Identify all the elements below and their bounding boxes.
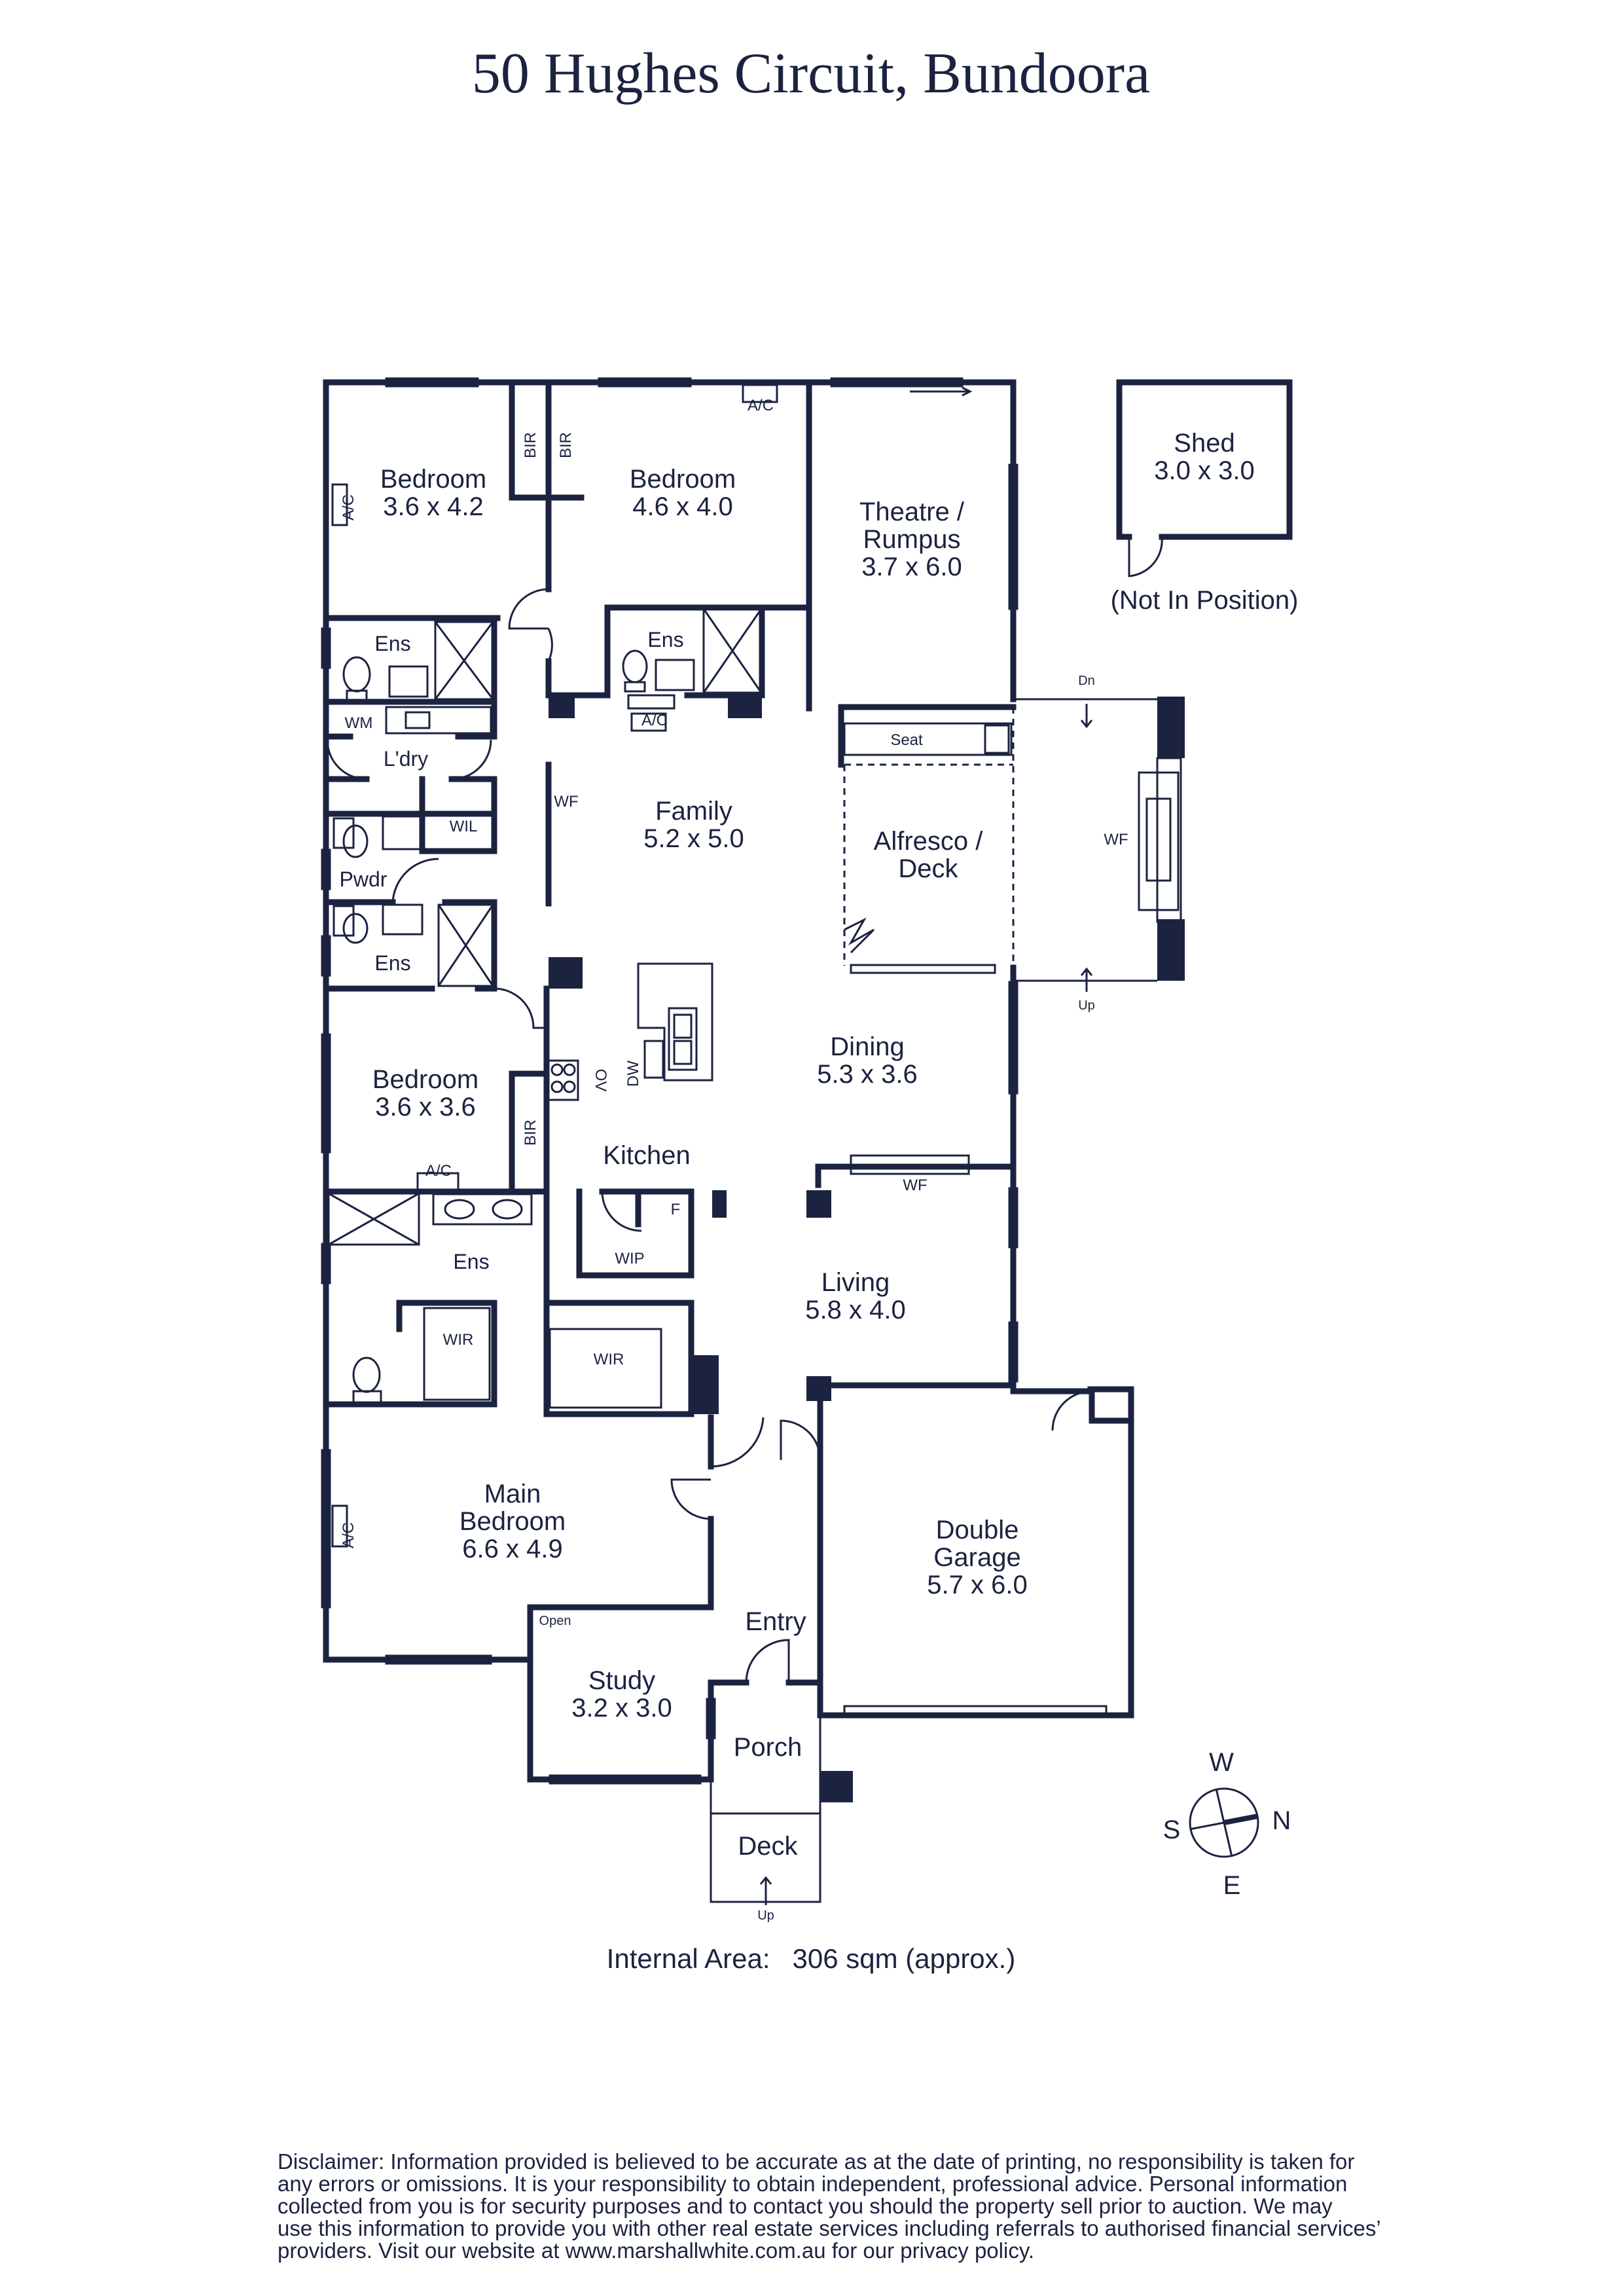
fridge-label: F: [671, 1201, 681, 1218]
garage-size: 5.7 x 6.0: [927, 1571, 1027, 1599]
theatre-size: 3.7 x 6.0: [861, 553, 962, 581]
disclaimer-line: use this information to provide you with…: [278, 2216, 1381, 2240]
bir-label-3: BIR: [522, 1120, 539, 1146]
wil-label: WIL: [450, 818, 478, 835]
wf-label-2: WF: [1104, 831, 1128, 848]
bir-label-1: BIR: [522, 432, 539, 458]
bedroom-3-name: Bedroom: [372, 1065, 478, 1094]
kitchen-name: Kitchen: [603, 1141, 690, 1170]
ov-label: OV: [592, 1069, 609, 1092]
shed-size: 3.0 x 3.0: [1154, 456, 1254, 485]
study-name: Study: [588, 1666, 655, 1695]
bedroom-2-name: Bedroom: [630, 465, 736, 494]
ac-label-3: A/C: [641, 712, 668, 729]
living-name: Living: [821, 1268, 890, 1297]
bir-label-2: BIR: [557, 432, 575, 458]
disclaimer: Disclaimer: Information provided is beli…: [278, 2151, 1469, 2262]
dn-label: Dn: [1078, 674, 1095, 688]
internal-area-label: Internal Area:: [606, 1943, 770, 1974]
ens-label-2: Ens: [647, 628, 683, 651]
family-name: Family: [655, 797, 732, 826]
wf-label-1: WF: [554, 793, 578, 811]
ac-label-1: A/C: [748, 397, 774, 414]
study-size: 3.2 x 3.0: [571, 1694, 672, 1722]
bedroom-1-name: Bedroom: [380, 465, 486, 494]
garage-name-1: Double: [936, 1516, 1019, 1544]
dining-name: Dining: [830, 1032, 904, 1061]
main-bedroom-size: 6.6 x 4.9: [462, 1535, 562, 1563]
ac-label-4: A/C: [425, 1162, 452, 1180]
compass-w: W: [1209, 1748, 1234, 1777]
bedroom-3-size: 3.6 x 3.6: [375, 1093, 475, 1121]
wir-label-2: WIR: [594, 1351, 624, 1368]
laundry-label: L'dry: [384, 747, 428, 771]
shed-name: Shed: [1174, 429, 1235, 458]
porch-name: Porch: [734, 1733, 802, 1762]
ac-label-2: A/C: [340, 494, 357, 520]
open-label: Open: [539, 1614, 571, 1628]
fixture-labels: A/C A/C A/C A/C A/C BIR BIR BIR Ens Ens …: [340, 397, 1128, 1923]
disclaimer-line: any errors or omissions. It is your resp…: [278, 2172, 1348, 2196]
alfresco-name-1: Alfresco /: [874, 827, 984, 856]
entry-name: Entry: [745, 1607, 806, 1636]
living-size: 5.8 x 4.0: [805, 1296, 905, 1324]
garage-name-2: Garage: [933, 1543, 1020, 1572]
ens-label-1: Ens: [374, 632, 410, 655]
dining-size: 5.3 x 3.6: [817, 1060, 917, 1089]
ens-label-3: Ens: [374, 951, 410, 975]
disclaimer-line: Disclaimer: Information provided is beli…: [278, 2149, 1355, 2174]
disclaimer-line: providers. Visit our website at www.mars…: [278, 2238, 1035, 2263]
ac-label-5: A/C: [340, 1522, 357, 1548]
compass-e: E: [1223, 1871, 1241, 1900]
deck-name: Deck: [738, 1832, 798, 1861]
bedroom-1-size: 3.6 x 4.2: [383, 492, 483, 521]
compass-s: S: [1163, 1815, 1181, 1844]
page-title: 50 Hughes Circuit, Bundoora: [471, 42, 1151, 105]
up-label-2: Up: [757, 1908, 774, 1923]
internal-area: Internal Area: 306 sqm (approx.): [0, 1943, 1622, 1975]
compass-n: N: [1272, 1806, 1291, 1835]
theatre-name-1: Theatre /: [859, 498, 965, 526]
main-bedroom-name-2: Bedroom: [460, 1507, 566, 1536]
main-bedroom-name-1: Main: [484, 1480, 541, 1508]
wm-label: WM: [345, 714, 373, 732]
family-size: 5.2 x 5.0: [643, 824, 744, 853]
wir-label-1: WIR: [443, 1331, 474, 1349]
ens-label-4: Ens: [453, 1250, 489, 1273]
alfresco-name-2: Deck: [898, 854, 958, 883]
disclaimer-line: collected from you is for security purpo…: [278, 2194, 1333, 2218]
wip-label: WIP: [615, 1250, 644, 1267]
room-labels: Bedroom 3.6 x 4.2 Bedroom 4.6 x 4.0 Thea…: [372, 429, 1299, 1861]
pillars: [549, 695, 1185, 1802]
shed-note: (Not In Position): [1111, 586, 1299, 615]
dw-label: DW: [624, 1061, 642, 1087]
internal-area-value: 306 sqm (approx.): [792, 1943, 1016, 1974]
fixtures: [327, 379, 1293, 1905]
seat-label: Seat: [890, 731, 923, 749]
theatre-name-2: Rumpus: [863, 525, 961, 554]
up-label-1: Up: [1078, 998, 1095, 1013]
bedroom-2-size: 4.6 x 4.0: [632, 492, 732, 521]
wf-label-3: WF: [903, 1176, 927, 1194]
windows: [321, 377, 1108, 1785]
doors: [326, 588, 1092, 1683]
pwdr-label: Pwdr: [340, 867, 387, 891]
interior-walls: [323, 379, 1017, 1686]
compass: W N S E: [1163, 1748, 1291, 1900]
